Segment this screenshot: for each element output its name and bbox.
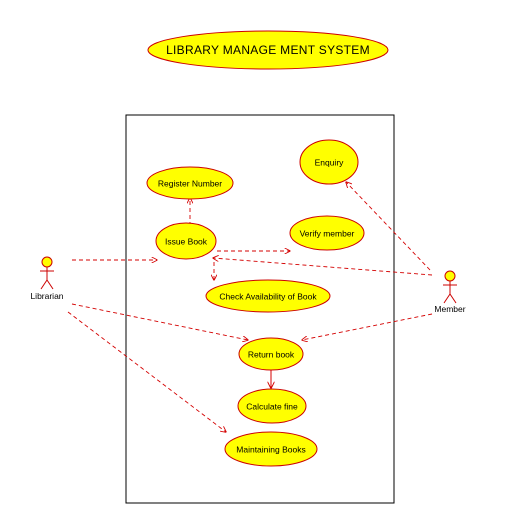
maintaining-books-label: Maintaining Books	[236, 444, 305, 454]
system-boundary	[125, 114, 395, 504]
return-book-label: Return book	[248, 349, 295, 359]
use-case-check-availability: Check Availability of Book	[205, 279, 331, 313]
actor-librarian: Librarian	[30, 256, 64, 301]
connectors	[67, 182, 433, 432]
title-text: LIBRARY MANAGE MENT SYSTEM	[166, 43, 370, 57]
member-to-issue-book	[213, 258, 433, 276]
member-label: Member	[434, 304, 465, 314]
use-case-verify-member: Verify member	[289, 215, 365, 251]
use-case-return-book: Return book	[238, 337, 304, 371]
verify-member-label: Verify member	[300, 228, 355, 238]
diagram-title: LIBRARY MANAGE MENT SYSTEM	[147, 30, 389, 70]
calculate-fine-label: Calculate fine	[246, 401, 298, 411]
title-ellipse	[147, 30, 389, 70]
stick-figure-icon	[40, 256, 54, 290]
use-case-enquiry: Enquiry	[299, 139, 359, 185]
member-to-enquiry	[346, 182, 431, 271]
librarian-to-maintaining-books	[67, 311, 226, 432]
actor-member: Member	[434, 270, 466, 314]
register-number-label: Register Number	[158, 178, 222, 188]
use-case-issue-book: Issue Book	[155, 222, 217, 260]
librarian-to-return-book	[71, 303, 248, 340]
issue-book-label: Issue Book	[165, 236, 208, 246]
use-case-calculate-fine: Calculate fine	[237, 388, 307, 424]
stick-figure-icon	[443, 270, 457, 304]
check-availability-label: Check Availability of Book	[219, 291, 317, 301]
use-case-register-number: Register Number	[146, 166, 234, 200]
use-case-maintaining-books: Maintaining Books	[224, 431, 318, 467]
librarian-label: Librarian	[30, 291, 63, 301]
member-to-return-book	[302, 313, 433, 340]
enquiry-label: Enquiry	[315, 157, 345, 167]
